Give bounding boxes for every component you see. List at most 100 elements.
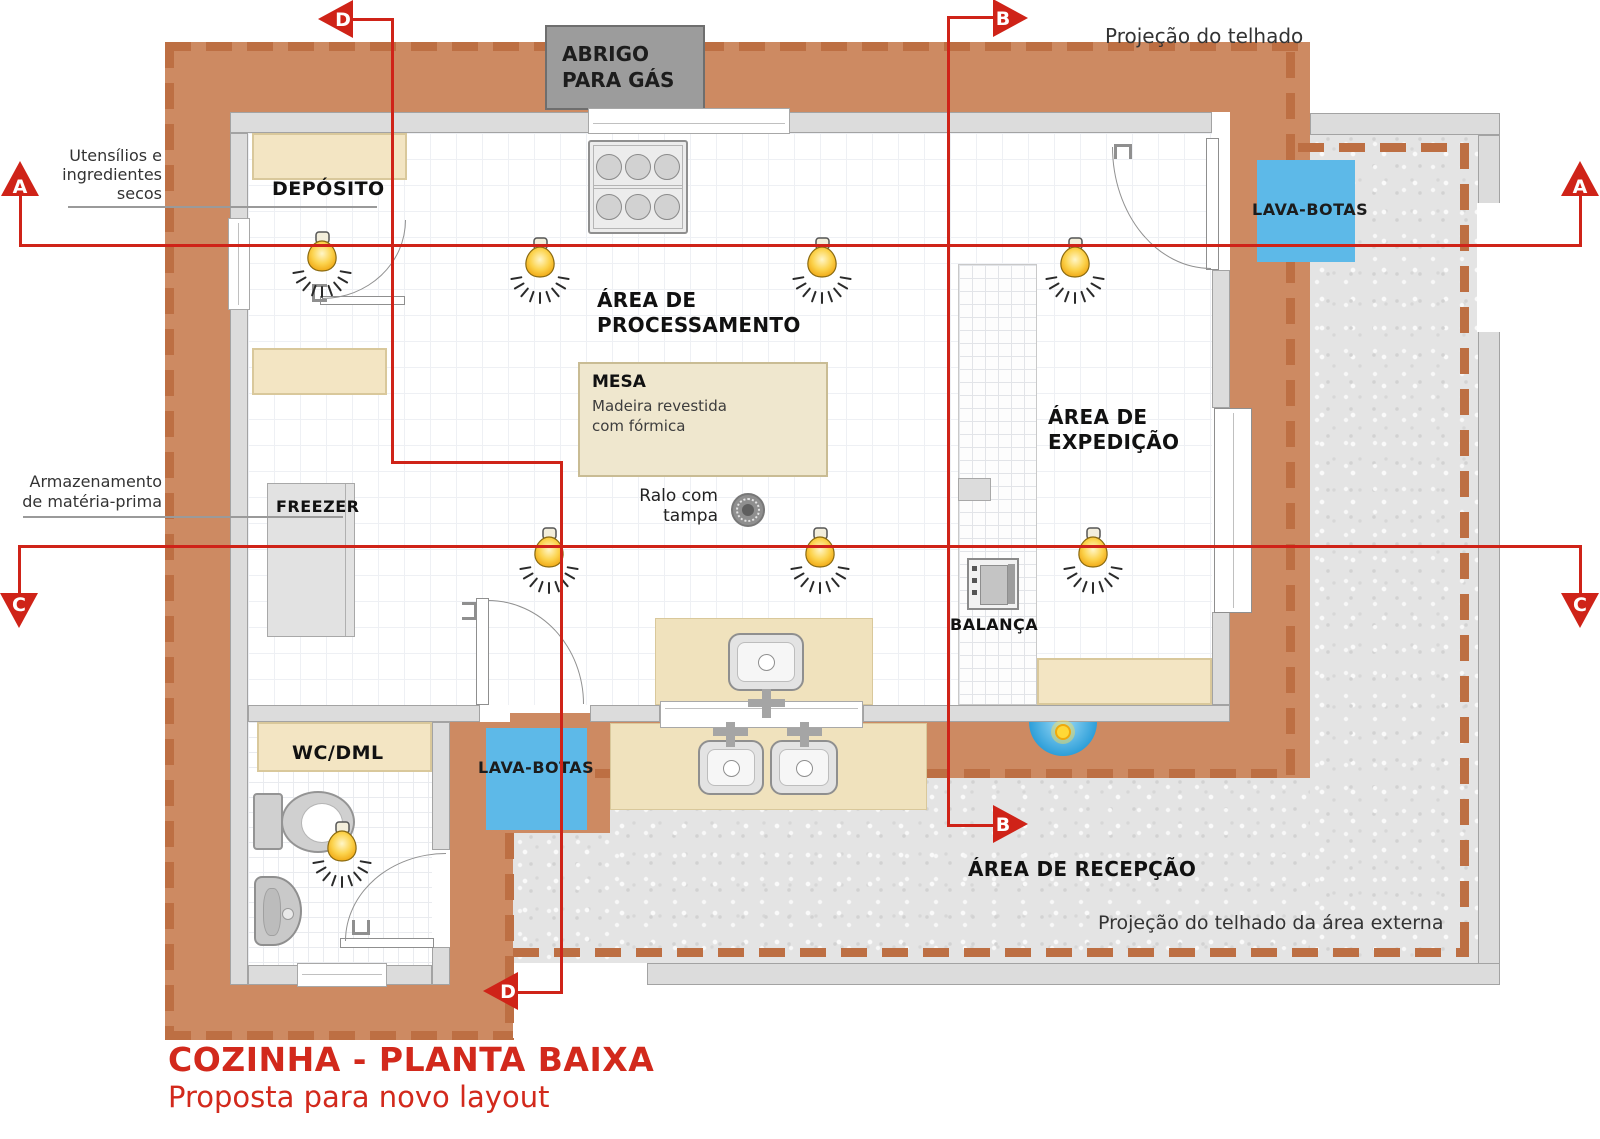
boot-wash-label: LAVA-BOTAS: [478, 758, 595, 777]
ceiling-light-icon: [309, 818, 375, 896]
room-label-deposito: DEPÓSITO: [272, 178, 385, 200]
svg-text:A: A: [13, 176, 28, 198]
section-line: [511, 991, 563, 994]
sun-icon: [1055, 724, 1071, 740]
room-label-processamento: ÁREA DE PROCESSAMENTO: [597, 288, 801, 337]
section-marker-A: A: [1558, 155, 1600, 199]
burner-icon: [595, 194, 622, 220]
burner-icon: [654, 154, 681, 180]
scale-label: BALANÇA: [950, 615, 1039, 634]
wall-segment: [1212, 270, 1230, 408]
roof-dash-external: [1460, 143, 1469, 957]
wall-segment: [1310, 113, 1500, 135]
page-title: COZINHA - PLANTA BAIXA: [168, 1040, 655, 1079]
burner-icon: [624, 154, 651, 180]
sink-basin: [707, 749, 755, 786]
wc-sink-basin: [263, 888, 281, 936]
wall-segment: [230, 133, 248, 985]
section-line: [391, 18, 394, 464]
section-line: [19, 195, 22, 247]
section-marker-B: B: [990, 802, 1034, 846]
shelf: [1037, 658, 1212, 705]
platform-box: [958, 478, 991, 501]
section-line: [391, 461, 563, 464]
work-table: MESA Madeira revestida com fórmica: [578, 362, 828, 477]
scale: [967, 558, 1019, 610]
section-line: [1579, 545, 1582, 595]
svg-text:B: B: [996, 8, 1010, 30]
window-line: [302, 973, 382, 975]
roof-band-left: [165, 42, 230, 1040]
roof-dash: [165, 1031, 513, 1040]
wall-segment: [590, 705, 660, 722]
door-handle-icon: [352, 920, 370, 935]
section-line: [947, 16, 1000, 19]
window: [297, 963, 387, 987]
sink-counter-outside: [610, 723, 927, 810]
stove: [588, 140, 688, 234]
burner-icon: [654, 194, 681, 220]
section-marker-B: B: [990, 0, 1034, 40]
roof-dash-external: [513, 948, 1469, 957]
section-marker-A: A: [0, 155, 42, 199]
svg-text:A: A: [1573, 176, 1588, 198]
wall-segment: [647, 963, 1500, 985]
room-label-wc: WC/DML: [292, 742, 384, 764]
drain-center: [742, 504, 754, 516]
section-line: [947, 824, 1000, 827]
window-line: [593, 123, 785, 125]
svg-text:D: D: [500, 981, 516, 1003]
faucet-icon: [748, 699, 785, 707]
shelf: [252, 133, 407, 180]
door-handle-icon: [1114, 144, 1132, 159]
ceiling-light-icon: [289, 228, 355, 306]
table-desc: Madeira revestida com fórmica: [592, 397, 727, 435]
boot-wash: [486, 728, 587, 830]
burner-row: [593, 145, 683, 189]
sink: [728, 633, 804, 691]
room-label-recepcao: ÁREA DE RECEPÇÃO: [968, 857, 1197, 881]
roof-dash: [505, 833, 514, 1040]
leader-line: [23, 516, 343, 518]
roof-dash: [1286, 52, 1295, 778]
gas-shelter-label: ABRIGO PARA GÁS: [562, 42, 675, 92]
storage-annotation: Armazenamento de matéria-prima: [22, 472, 162, 511]
utensils-annotation: Utensílios e ingredientes secos: [62, 146, 162, 203]
wall-segment: [248, 705, 480, 722]
burner-icon: [595, 154, 622, 180]
wall-segment: [432, 722, 450, 850]
ceiling-light-icon: [787, 524, 853, 602]
wc-sink-drain: [282, 908, 294, 920]
wall-segment: [432, 947, 450, 985]
freezer: [267, 483, 355, 637]
section-marker-C: C: [1558, 590, 1600, 634]
section-line: [947, 16, 950, 827]
scale-key: [972, 566, 977, 571]
scale-key: [972, 590, 977, 595]
sink: [698, 740, 764, 795]
page-subtitle: Proposta para novo layout: [168, 1080, 550, 1114]
section-line: [18, 545, 1582, 548]
section-line: [351, 18, 394, 21]
burner-icon: [624, 194, 651, 220]
svg-text:B: B: [996, 814, 1010, 836]
drain-icon: [731, 493, 765, 527]
leader-line: [68, 206, 377, 208]
section-line: [1579, 195, 1582, 247]
wc-sink: [254, 876, 302, 946]
roof-dash: [165, 42, 174, 1040]
section-line: [560, 461, 563, 994]
drain-ring: [736, 498, 760, 522]
roof-dash: [165, 42, 1310, 51]
boot-wash-label: LAVA-BOTAS: [1252, 200, 1369, 219]
drain-label: Ralo com tampa: [639, 486, 718, 526]
svg-text:D: D: [335, 9, 351, 31]
shelf: [257, 722, 432, 772]
sink-drain-icon: [796, 759, 813, 777]
freezer-label: FREEZER: [276, 497, 360, 516]
roof-dash-external: [1298, 143, 1468, 152]
window-line: [238, 223, 239, 305]
section-marker-D: D: [477, 969, 521, 1013]
scale-key: [972, 578, 977, 583]
